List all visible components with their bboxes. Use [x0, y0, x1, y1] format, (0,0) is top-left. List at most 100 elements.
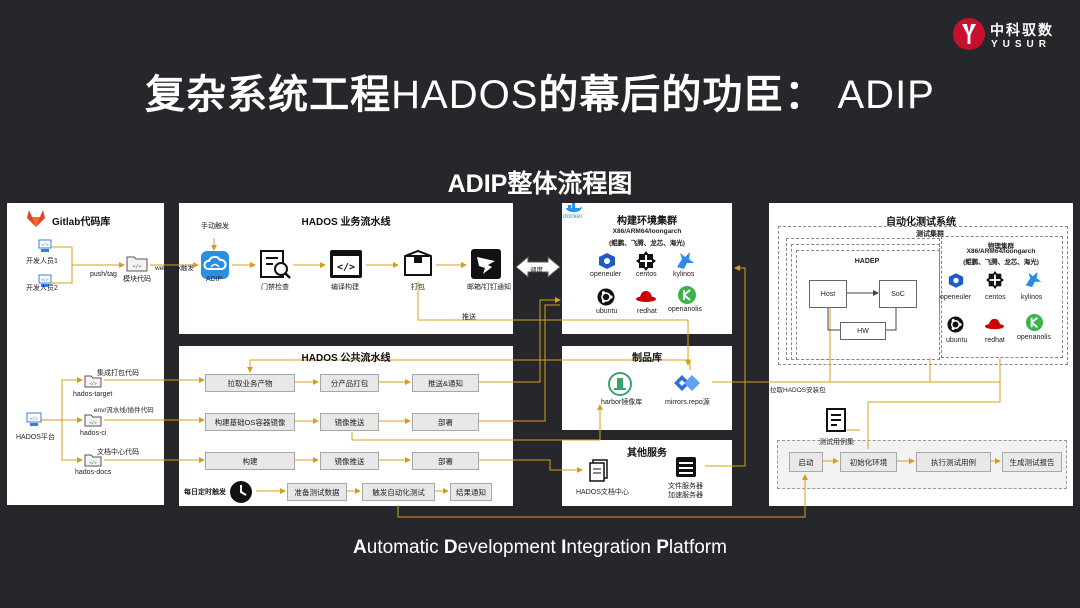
host-box: Host	[809, 280, 847, 308]
svg-text:</>: </>	[132, 264, 141, 270]
openanolis-label: openanolis	[668, 306, 702, 313]
kylinos-label: kylinos	[1021, 294, 1043, 301]
schedule-label: 调度	[530, 267, 543, 274]
openanolis-label: openanolis	[1017, 334, 1051, 341]
redhat-label: redhat	[637, 308, 657, 315]
caption-d: D	[443, 537, 458, 558]
kylinos-label: kylinos	[673, 271, 695, 278]
artifact-title: 制品库	[632, 353, 662, 364]
adip-label: ADIP	[206, 276, 223, 283]
platform-caption: Automatic Development Integration Platfo…	[0, 537, 1080, 559]
package-label: 打包	[411, 284, 425, 291]
caption-i: I	[561, 537, 567, 558]
target-desc-label: 集成打包代码	[97, 370, 139, 377]
pull-artifact-box: 拉取业务产物	[205, 374, 295, 392]
accel-server-label: 加速服务器	[668, 492, 703, 499]
svg-text:</>: </>	[89, 420, 97, 425]
hados-ci-label: hados-ci	[80, 430, 107, 437]
developer-icon: </>	[38, 274, 52, 287]
gate-check-icon	[260, 250, 291, 279]
centos-label: centos	[985, 294, 1006, 301]
build-compile-label: 编译构建	[331, 284, 359, 291]
gate-check-label: 门禁检查	[261, 284, 289, 291]
caption-a: A	[353, 537, 367, 558]
title-cn: 复杂系统工程	[145, 73, 392, 117]
dingtalk-icon	[471, 249, 501, 279]
push-label: 推送	[462, 314, 476, 321]
biz-pipeline-title: HADOS 业务流水线	[301, 217, 391, 228]
hadep-frame	[796, 250, 940, 360]
phys-cluster-label: 物理集群	[988, 243, 1014, 250]
redhat-icon	[985, 318, 1004, 330]
centos-icon	[986, 271, 1004, 289]
result-notify-box: 结果通知	[450, 483, 492, 501]
webhook-label: webhook触发	[155, 265, 195, 272]
package-icon	[404, 249, 432, 276]
test-cluster-frame	[778, 226, 1068, 365]
image-push-box: 镜像推送	[320, 413, 379, 431]
diagram-title: ADIP整体流程图	[447, 170, 633, 198]
ci-desc-label: env/流水线/插件代码	[94, 407, 154, 414]
logo-en: YUSUR	[991, 39, 1052, 50]
folder-code-icon: </>	[84, 454, 102, 467]
file-server-label: 文件服务器	[668, 483, 703, 490]
caption-a-rest: utomatic	[366, 537, 444, 558]
centos-label: centos	[636, 271, 657, 278]
daily-trigger-label: 每日定时触发	[184, 489, 226, 496]
doc-center-label: HADOS文档中心	[576, 489, 629, 496]
other-title: 其他服务	[627, 448, 667, 459]
redhat-label: redhat	[985, 337, 1005, 344]
hadep-label: HADEP	[854, 258, 880, 265]
docker-label: docker	[563, 213, 583, 220]
build-arch-label: X86/ARM64/loongarch	[612, 228, 682, 235]
redhat-icon	[636, 291, 656, 302]
docker-icon	[566, 203, 582, 212]
svg-text:</>: </>	[337, 262, 355, 273]
clock-icon	[230, 481, 252, 503]
deploy-box: 部署	[412, 413, 479, 431]
caption-d-rest: evelopment	[457, 537, 562, 558]
split-package-box: 分产品打包	[320, 374, 379, 392]
hados-target-label: hados-target	[73, 391, 113, 398]
phys-vendors-label: (鲲鹏、飞腾、龙芯、海光)	[963, 259, 1039, 266]
test-cases-icon	[826, 408, 846, 432]
docs-desc-label: 文档中心代码	[97, 449, 139, 456]
developer-icon: </>	[38, 239, 52, 252]
openanolis-icon	[678, 286, 696, 304]
deploy-box: 部署	[412, 452, 479, 470]
module-code-label: 模块代码	[123, 276, 151, 283]
manual-trigger-label: 手动触发	[201, 223, 229, 230]
autotest-title: 自动化测试系统	[886, 217, 956, 228]
folder-code-icon: </>	[84, 414, 102, 427]
svg-text:</>: </>	[89, 460, 97, 465]
prepare-data-box: 准备测试数据	[287, 483, 347, 501]
ubuntu-icon	[597, 288, 615, 306]
build-cluster-title: 构建环境集群	[617, 216, 677, 227]
page-title: 复杂系统工程HADOS的幕后的功臣： ADIP	[0, 62, 1080, 120]
svg-text:</>: </>	[41, 242, 49, 247]
hados-docs-label: hados-docs	[75, 469, 112, 476]
hados-platform-label: HADOS平台	[16, 434, 55, 441]
test-cases-label: 测试用例集	[819, 439, 854, 446]
gen-report-box: 生成测试报告	[1002, 452, 1062, 472]
folder-code-icon: </>	[126, 256, 148, 272]
svg-text:</>: </>	[89, 381, 97, 386]
gitlab-icon	[27, 210, 45, 227]
phys-cluster-frame	[941, 236, 1063, 358]
push-notify-box: 推送&通知	[412, 374, 479, 392]
server-icon	[676, 457, 696, 477]
build-compile-icon: </>	[330, 250, 362, 278]
ubuntu-label: ubuntu	[596, 308, 618, 315]
soc-box: SoC	[879, 280, 917, 308]
hados-platform-icon: </>	[26, 412, 42, 426]
title-mid: 的幕后的功臣：	[538, 73, 826, 117]
build-os-image-box: 构建基础OS容器镜像	[205, 413, 295, 431]
mirrors-icon	[674, 375, 700, 391]
run-tests-box: 执行测试用例	[916, 452, 991, 472]
trigger-autotest-box: 触发自动化测试	[362, 483, 435, 501]
image-push-box: 镜像推送	[320, 452, 379, 470]
openanolis-icon	[1025, 313, 1044, 332]
hw-box: HW	[840, 322, 886, 340]
ubuntu-icon	[947, 316, 964, 333]
